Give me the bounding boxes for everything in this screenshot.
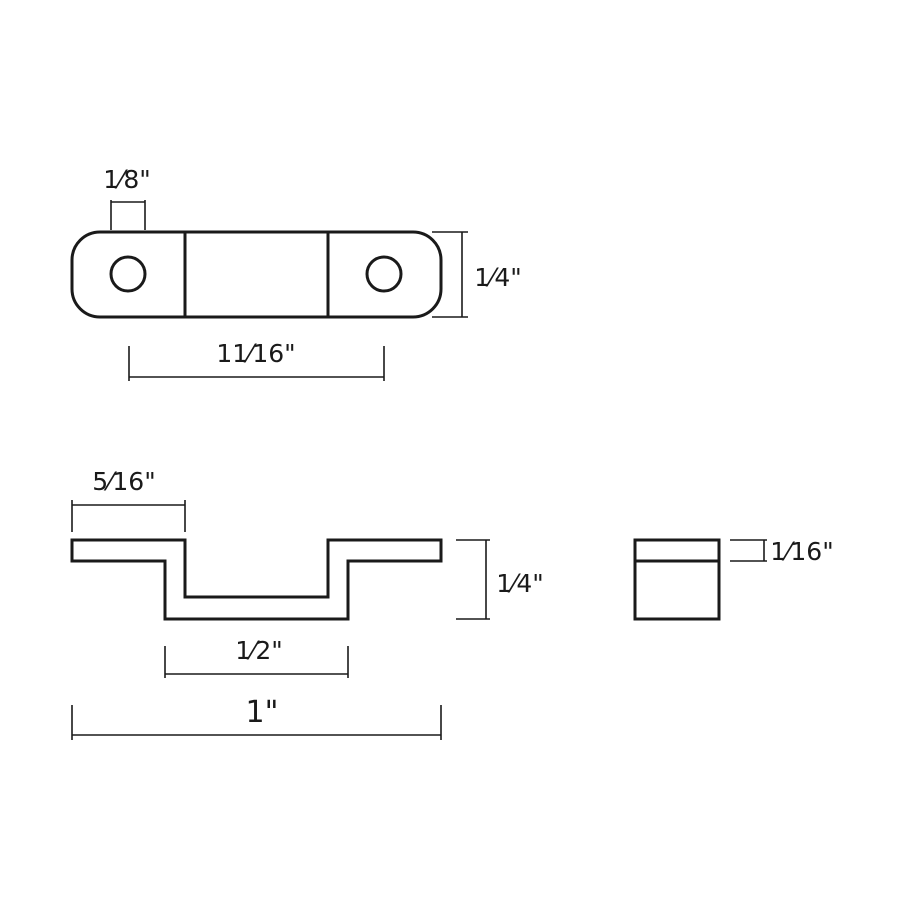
dim-top-height-label: 1⁄4" [474, 263, 522, 292]
dim-overall-length: 1" [71, 695, 442, 740]
dim-overall-length-label: 1" [246, 695, 279, 730]
dim-hole-diameter-label: 1⁄8" [103, 165, 151, 194]
dim-hole-spacing-label: 11⁄16" [216, 339, 295, 368]
dim-hole-spacing: 11⁄16" [128, 339, 385, 381]
side-view-profile [70, 538, 443, 621]
end-view-outline [633, 538, 721, 621]
dim-hole-diameter: 1⁄8" [103, 165, 151, 230]
top-view: 1⁄8" 1⁄4" 11⁄16" [70, 165, 522, 381]
dim-thickness-label: 1⁄16" [770, 537, 833, 566]
mounting-hole-left [109, 255, 147, 293]
dim-flange-width-label: 5⁄16" [92, 467, 155, 496]
top-view-outline [70, 230, 443, 319]
dim-thickness: 1⁄16" [730, 537, 834, 566]
dim-flange-width: 5⁄16" [71, 467, 186, 532]
side-view: 5⁄16" 1⁄4" 1⁄2" 1" [70, 467, 544, 740]
dim-top-height: 1⁄4" [432, 231, 522, 318]
end-view: 1⁄16" [633, 537, 834, 621]
dim-side-height-label: 1⁄4" [496, 569, 544, 598]
dim-channel-width: 1⁄2" [164, 636, 349, 678]
dim-channel-width-label: 1⁄2" [235, 636, 283, 665]
dim-side-height: 1⁄4" [456, 539, 544, 620]
mounting-hole-right [365, 255, 403, 293]
